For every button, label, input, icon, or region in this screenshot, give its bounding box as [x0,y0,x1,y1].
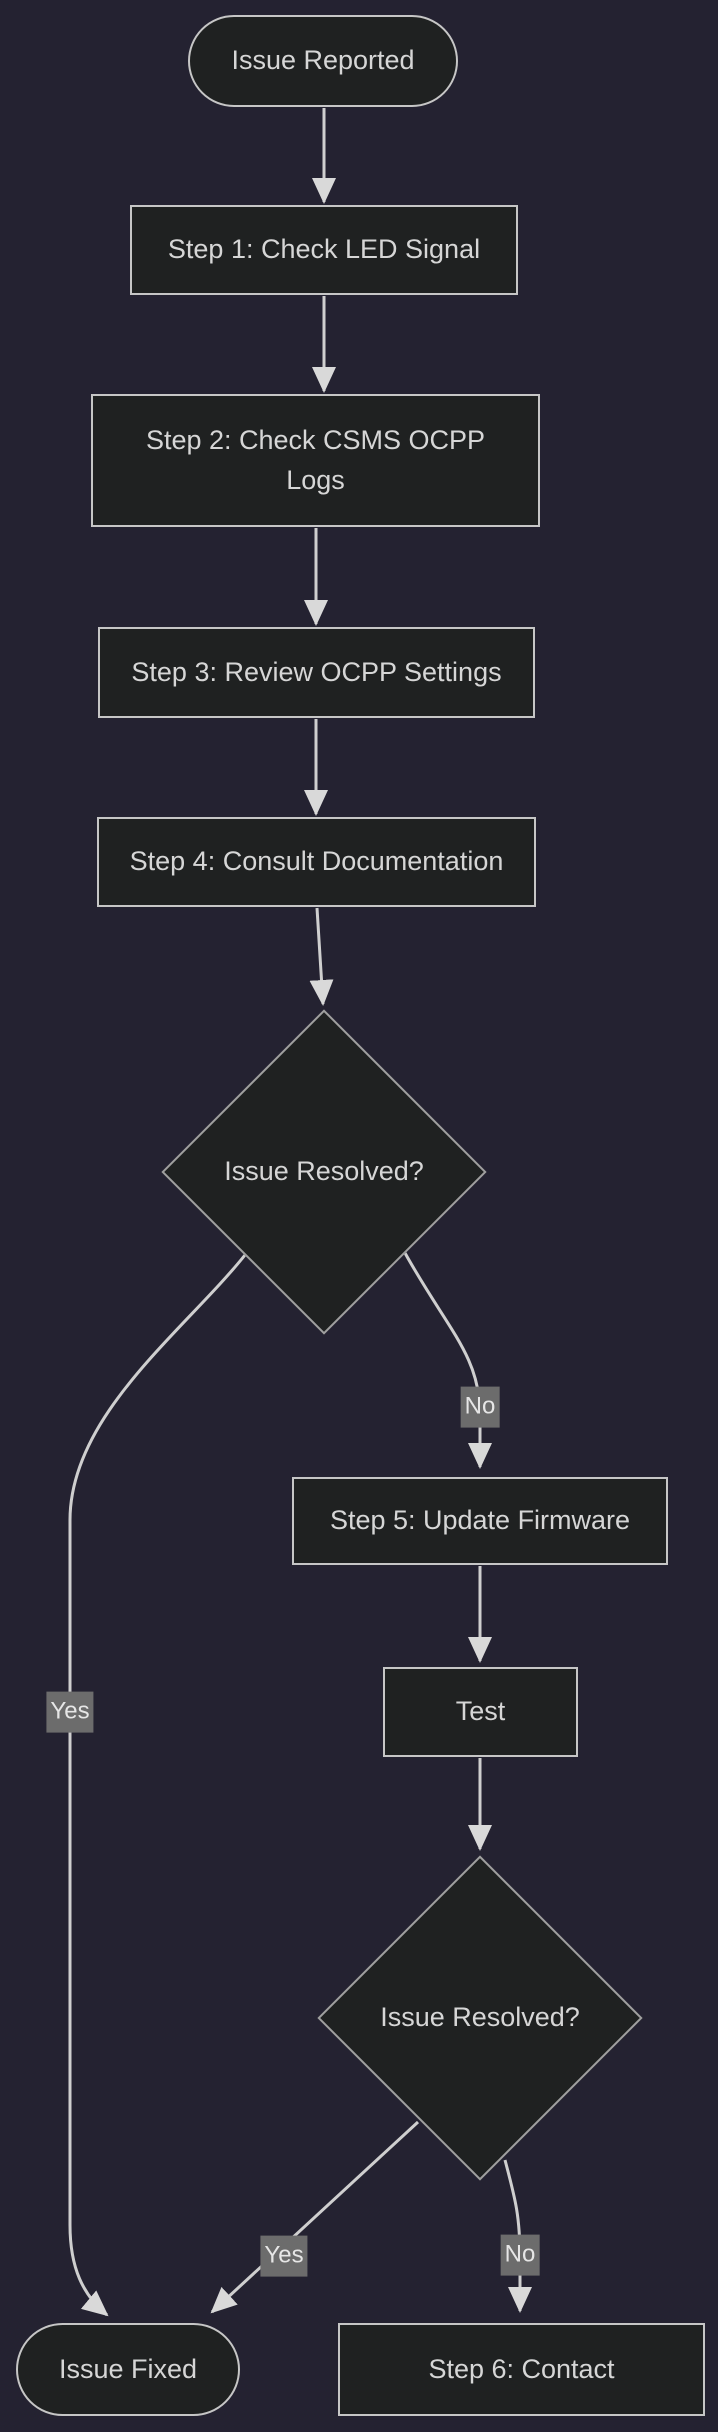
edge-decision1-fixed [68,1254,247,2317]
edge-label-decision2-yes: Yes [260,2235,308,2277]
flow-node-decision2: Issue Resolved? [317,1855,643,2181]
flow-node-issue-fixed: Issue Fixed [16,2323,240,2416]
flow-node-decision2-label: Issue Resolved? [380,2002,580,2033]
flow-node-step3: Step 3: Review OCPP Settings [98,627,535,718]
edge-label-decision1-yes: Yes [46,1691,94,1733]
edge-label-decision2-no: No [500,2234,540,2276]
flow-node-step6: Step 6: Contact [338,2323,705,2416]
flow-node-test-label: Test [455,1696,506,1727]
flow-node-step5-label: Step 5: Update Firmware [329,1505,631,1536]
flow-node-step1-label: Step 1: Check LED Signal [167,234,481,265]
flow-node-step6-label: Step 6: Contact [428,2353,615,2384]
flow-node-test: Test [383,1667,578,1757]
flow-node-step1: Step 1: Check LED Signal [130,205,518,295]
flow-node-issue-reported: Issue Reported [188,15,458,107]
flow-node-step2-label: Step 2: Check CSMS OCPP Logs [145,425,486,495]
flow-node-step3-label: Step 3: Review OCPP Settings [131,656,502,687]
flow-node-issue-fixed-label: Issue Fixed [58,2353,198,2384]
flow-node-issue-reported-label: Issue Reported [231,45,415,76]
edge-decision2-fixed [210,2120,420,2314]
flow-node-step5: Step 5: Update Firmware [292,1477,668,1565]
flow-node-step4: Step 4: Consult Documentation [97,817,536,907]
flow-node-step4-label: Step 4: Consult Documentation [129,846,504,877]
edge-label-decision1-no: No [460,1386,500,1428]
flow-node-step2: Step 2: Check CSMS OCPP Logs [91,394,540,527]
flow-node-decision1-label: Issue Resolved? [224,1156,424,1187]
edge-step4-decision1 [309,907,334,1006]
flow-node-decision1: Issue Resolved? [161,1009,487,1335]
